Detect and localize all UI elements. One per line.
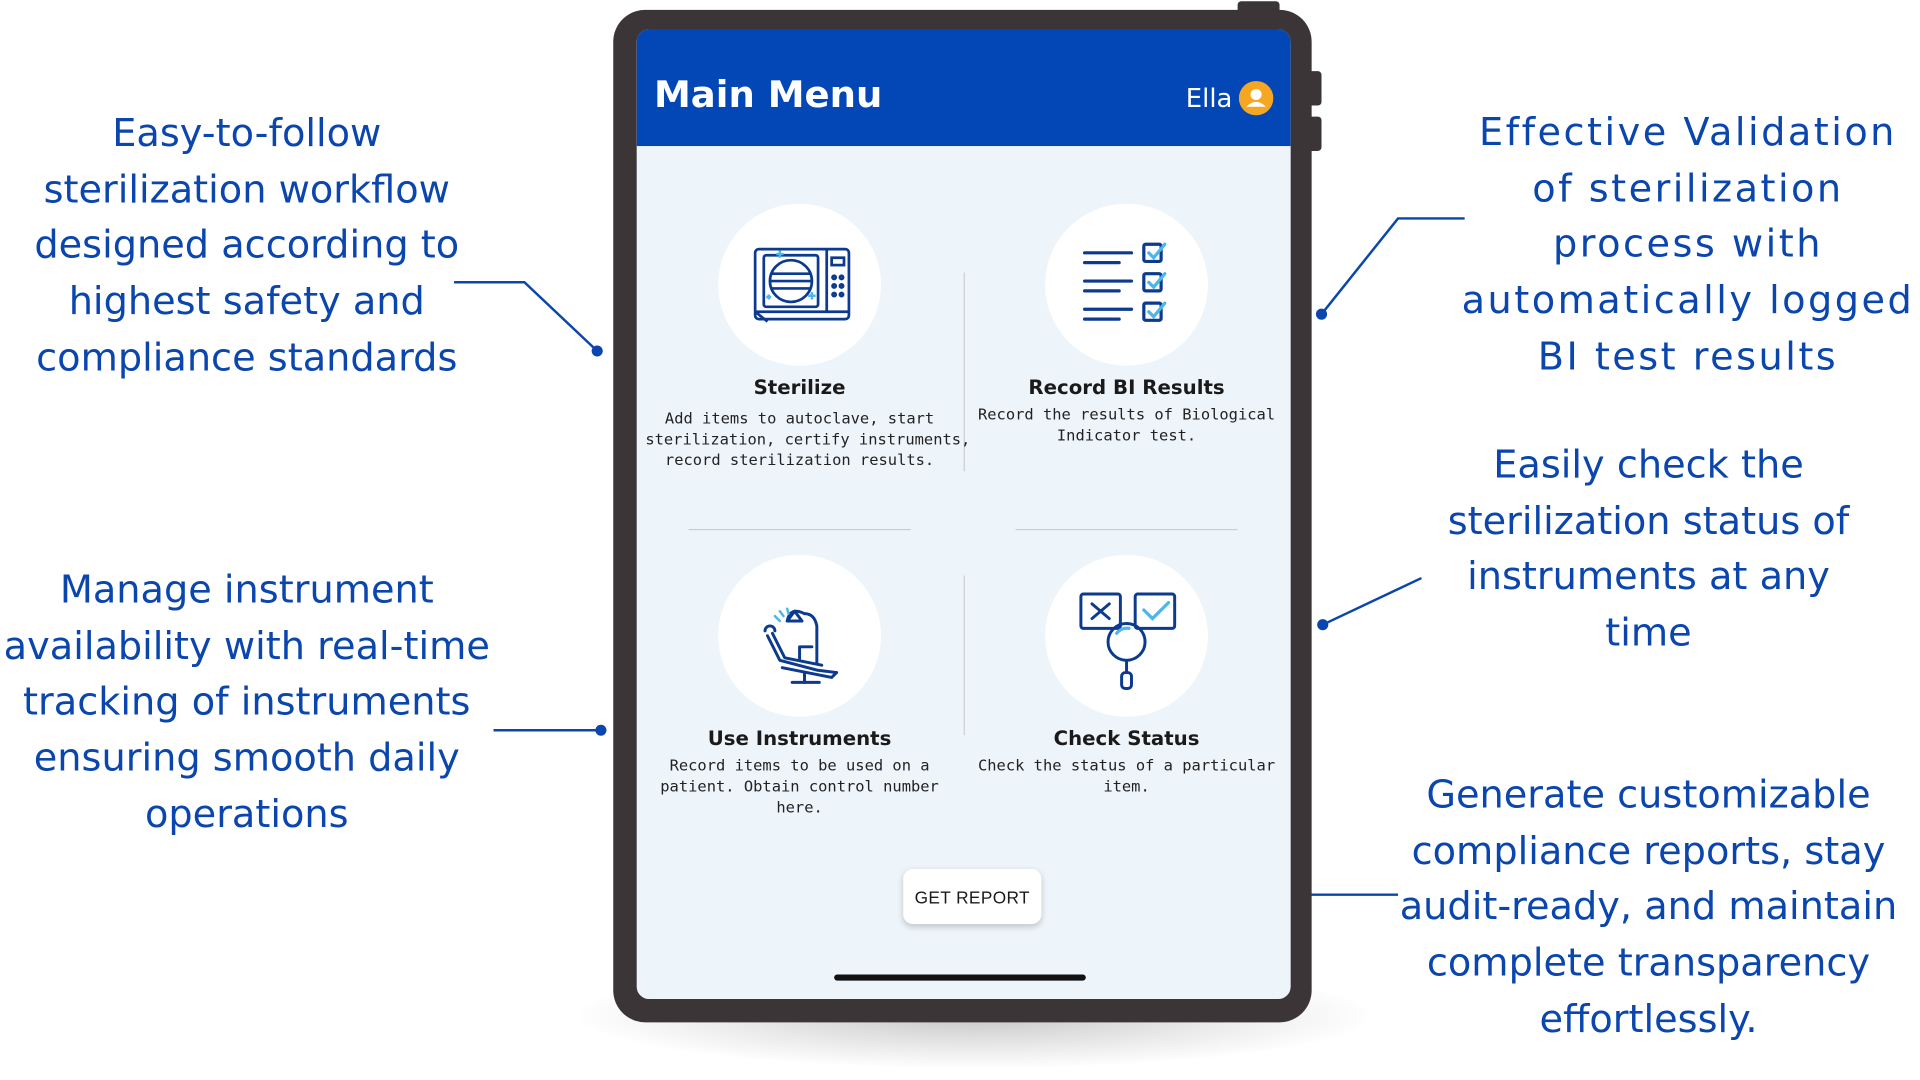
tile-title: Record BI Results xyxy=(1028,375,1225,399)
callout-instrument-tracking: Manage instrument availability with real… xyxy=(0,563,494,843)
callout-line: audit-ready, and maintain xyxy=(1399,885,1898,930)
callout-line: Manage instrument xyxy=(59,568,434,613)
tile-title: Sterilize xyxy=(753,375,846,399)
callout-line: sterilization status of xyxy=(1447,499,1850,544)
callout-line: Easily check the xyxy=(1493,443,1804,488)
dental-chair-icon xyxy=(763,607,839,684)
tile-title: Use Instruments xyxy=(707,726,892,750)
callout-line: highest safety and xyxy=(68,279,425,325)
app-screen: Main Menu Ella xyxy=(636,29,1291,1000)
callout-line: compliance reports, stay xyxy=(1411,829,1886,874)
callout-line: availability with real-time xyxy=(3,624,490,669)
callout-line: Easy-to-follow xyxy=(112,111,382,156)
tile-icon-circle xyxy=(1045,554,1208,717)
grid-divider-horizontal-left xyxy=(688,528,911,531)
callout-status-check: Easily check the sterilization status of… xyxy=(1407,438,1891,662)
tile-description-line: Check the status of a particular xyxy=(977,756,1276,775)
tile-description-line: sterilization, certify instruments, xyxy=(645,429,971,448)
callout-bi-validation: Effective Validation of sterilization pr… xyxy=(1456,106,1920,386)
home-indicator[interactable] xyxy=(834,974,1086,981)
tile-description-line: Record the results of Biological xyxy=(977,405,1276,424)
autoclave-icon xyxy=(753,247,851,323)
grid-divider-vertical-bottom xyxy=(963,575,965,736)
callout-line: compliance standards xyxy=(36,336,458,381)
callout-line: operations xyxy=(144,792,349,837)
callout-line: Effective Validation xyxy=(1479,110,1897,155)
callout-workflow: Easy-to-follow sterilization workflow de… xyxy=(0,107,494,387)
check-status-magnifier-icon xyxy=(1079,592,1177,690)
tile-description-line: Indicator test. xyxy=(1056,425,1197,445)
tile-icon-circle xyxy=(718,554,882,717)
tile-description-line: item. xyxy=(1103,776,1150,796)
tile-description-line: Add items to autoclave, start xyxy=(664,408,935,428)
user-circle-icon[interactable] xyxy=(1238,81,1274,116)
get-report-button[interactable]: GET REPORT xyxy=(903,868,1042,925)
callout-line: tracking of instruments xyxy=(23,680,471,725)
callout-line: ensuring smooth daily xyxy=(33,736,460,781)
tile-icon-circle xyxy=(1045,203,1208,366)
callout-line: of sterilization xyxy=(1532,166,1844,211)
callout-line: designed according to xyxy=(34,223,460,269)
checklist-icon xyxy=(1082,242,1167,322)
tile-description-line: here. xyxy=(776,797,823,817)
callout-line: Generate customizable xyxy=(1426,773,1871,818)
grid-divider-vertical-top xyxy=(963,272,965,472)
callout-line: effortlessly. xyxy=(1539,997,1758,1042)
callout-line: sterilization workflow xyxy=(43,167,450,212)
callout-line: instruments at any xyxy=(1467,555,1830,600)
tile-description-line: record sterilization results. xyxy=(664,450,935,469)
tile-description: Add items to autoclave, start sterilizat… xyxy=(645,407,971,470)
tile-title: Check Status xyxy=(1053,726,1200,750)
tile-icon-circle xyxy=(718,203,882,366)
tile-description: Check the status of a particular item. xyxy=(972,755,1280,797)
callout-line: process with xyxy=(1553,222,1823,267)
tile-description: Record items to be used on a patient. Ob… xyxy=(645,755,953,818)
page-title: Main Menu xyxy=(653,73,883,117)
app-header: Main Menu Ella xyxy=(636,29,1291,147)
callout-line: BI test results xyxy=(1537,334,1839,380)
tile-description-line: Record items to be used on a xyxy=(669,756,930,775)
callout-line: time xyxy=(1605,611,1692,656)
callout-line: automatically logged xyxy=(1461,278,1915,323)
user-name[interactable]: Ella xyxy=(1185,83,1233,113)
tile-description: Record the results of Biological Indicat… xyxy=(972,404,1280,446)
tile-description-line: patient. Obtain control number xyxy=(660,776,939,796)
grid-divider-horizontal-right xyxy=(1015,528,1238,531)
callout-line: complete transparency xyxy=(1426,941,1871,986)
callout-reports: Generate customizable compliance reports… xyxy=(1382,768,1915,1048)
